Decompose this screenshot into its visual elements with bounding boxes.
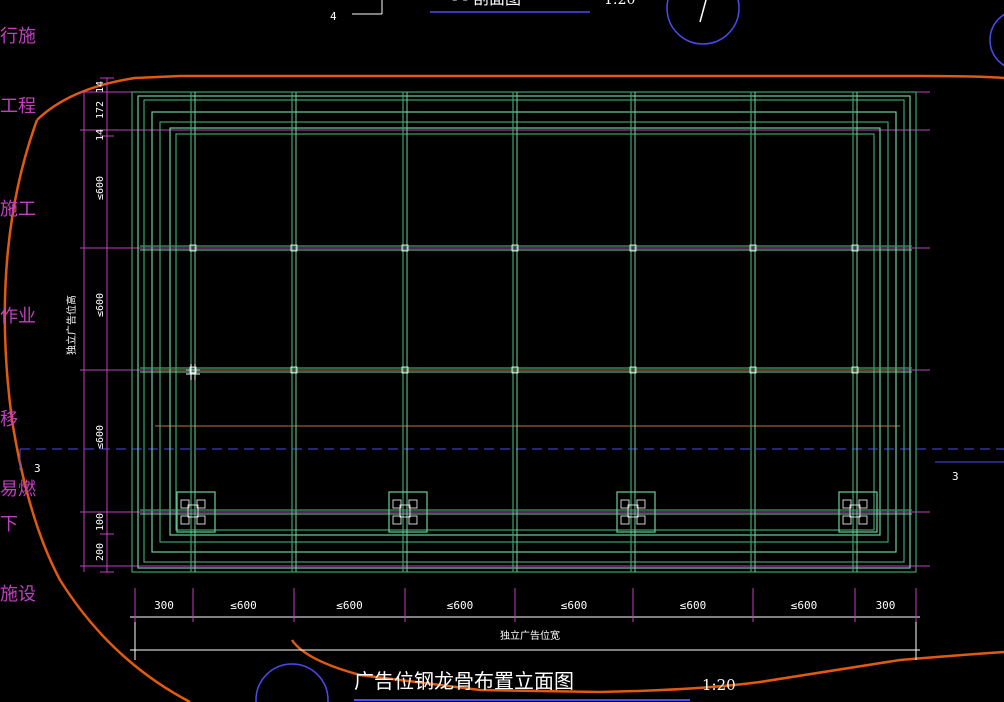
vdim-label: ≤600 <box>95 176 106 200</box>
frame-node <box>290 366 298 374</box>
frame-outline <box>175 133 875 531</box>
hdim-label: ≤600 <box>680 599 707 612</box>
frame-node <box>290 244 298 252</box>
top-circle-diag <box>699 0 707 23</box>
top-marker: 4 <box>330 10 337 23</box>
vdim-label: 14 <box>95 81 106 93</box>
drawing-title: 广告位钢龙骨布置立面图 <box>354 669 574 693</box>
site-boundary-line <box>3 74 1004 702</box>
plate-core <box>849 504 861 518</box>
frame-outline <box>151 111 897 553</box>
corner-circle <box>989 13 1004 67</box>
bolt <box>842 515 852 525</box>
top-detail-circle <box>666 0 740 45</box>
bolt <box>180 515 190 525</box>
frame-outline <box>131 91 917 573</box>
top-partial-title: - - 剖面图 <box>452 0 521 8</box>
bolt <box>842 499 852 509</box>
height-label: 独立广告位高 <box>65 295 78 355</box>
frame-node <box>401 244 409 252</box>
frame-outline <box>169 127 881 536</box>
frame-node <box>511 366 519 374</box>
hdim-label: ≤600 <box>791 599 818 612</box>
hdim-label: ≤600 <box>561 599 588 612</box>
bolt <box>196 515 206 525</box>
frame-node <box>629 366 637 374</box>
connection-plates <box>176 491 878 533</box>
frame-node <box>749 366 757 374</box>
connection-plate <box>616 491 656 533</box>
vdim-label: ≤600 <box>95 425 106 449</box>
section-mark-right: 3 <box>952 470 959 483</box>
frame-node <box>749 244 757 252</box>
frame-node <box>851 244 859 252</box>
bolt <box>392 499 402 509</box>
bolt <box>858 515 868 525</box>
frame-node <box>511 244 519 252</box>
bolt <box>392 515 402 525</box>
bolt <box>636 499 646 509</box>
left-side-text: 移 <box>0 409 18 430</box>
hdim-label: ≤600 <box>230 599 257 612</box>
bolt <box>408 499 418 509</box>
left-side-text: 施工 <box>0 199 36 220</box>
hdim-label: ≤600 <box>447 599 474 612</box>
left-side-text: 易燃 <box>0 479 36 500</box>
width-label: 独立广告位宽 <box>500 629 560 642</box>
bolt <box>408 515 418 525</box>
frame-outline <box>159 121 889 543</box>
vdim-label: 14 <box>95 129 106 141</box>
left-side-text: 下 <box>0 514 18 535</box>
connection-plate <box>838 491 878 533</box>
left-side-text: 施设 <box>0 584 36 605</box>
frame-outline <box>137 95 911 569</box>
vdim-label: 200 <box>95 543 106 561</box>
frame-node <box>401 366 409 374</box>
frame-outline <box>143 99 905 563</box>
vdim-label: ≤600 <box>95 293 106 317</box>
left-side-text: 工程 <box>0 96 36 117</box>
connection-plate <box>388 491 428 533</box>
frame-node <box>851 366 859 374</box>
drawing-scale: 1:20 <box>702 676 736 694</box>
section-mark-left: 3 <box>34 462 41 475</box>
vdim-label: 100 <box>95 513 106 531</box>
bolt <box>180 499 190 509</box>
hdim-label: ≤600 <box>336 599 363 612</box>
frame-node <box>629 244 637 252</box>
bolt <box>620 515 630 525</box>
vdim-label: 172 <box>95 101 106 119</box>
vertical-dimensions: 14 172 14 ≤600 ≤600 ≤600 100 200 <box>83 77 114 573</box>
left-side-text: 作业 <box>0 306 36 327</box>
guide-lines <box>80 91 930 567</box>
connection-plate <box>176 491 216 533</box>
top-partial-scale: 1:20 <box>604 0 635 8</box>
bolt <box>636 515 646 525</box>
hdim-label: 300 <box>876 599 896 612</box>
plate-core <box>187 504 199 518</box>
horizontal-dimensions: 300 ≤600 ≤600 ≤600 ≤600 ≤600 ≤600 300 <box>130 588 920 660</box>
frame-node <box>189 244 197 252</box>
left-side-text: 行施 <box>0 26 36 47</box>
bottom-detail-circle <box>255 663 329 702</box>
bolt <box>620 499 630 509</box>
plate-core <box>627 504 639 518</box>
cross-marker <box>186 364 200 380</box>
bolt <box>196 499 206 509</box>
plate-core <box>399 504 411 518</box>
hdim-label: 300 <box>154 599 174 612</box>
steel-frame <box>131 91 917 573</box>
bolt <box>858 499 868 509</box>
